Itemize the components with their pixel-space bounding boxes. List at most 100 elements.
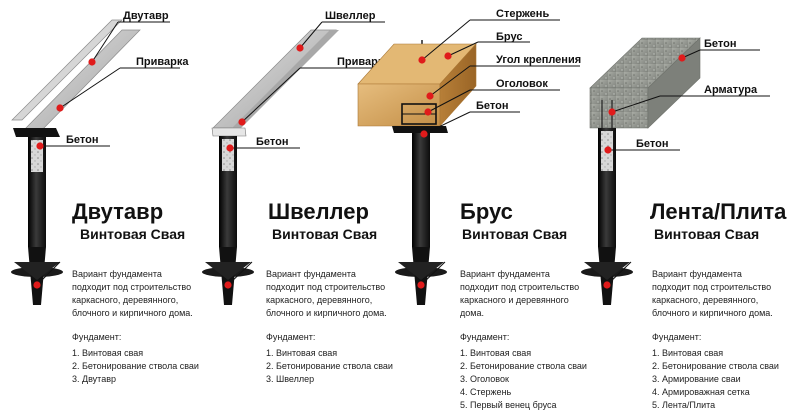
marker-dot [88, 58, 96, 66]
list-item: 2. Бетонирование ствола сваи [652, 361, 779, 371]
column-subtitle: Винтовая Свая [272, 226, 377, 242]
column-shveller: Швеллер Приварка Бетон Швеллер Винтовая … [202, 10, 393, 384]
i-beam [21, 29, 141, 133]
description-line: подходит под строительство [266, 282, 385, 292]
list-item: 1. Винтовая свая [652, 348, 723, 358]
marker-dot [33, 281, 41, 289]
pile-top-blade [205, 262, 251, 280]
marker-dot [417, 281, 425, 289]
column-dvutavr: Двутавр Приварка Бетон Двутавр Винтовая … [11, 10, 199, 384]
list-item: 1. Винтовая свая [266, 348, 337, 358]
label-ugol-krepleniya: Угол крепления [496, 54, 581, 66]
column-brus: Стержень Брус Угол крепления Оголовок Бе… [357, 8, 587, 410]
leader-line [91, 21, 119, 63]
channel-edge [232, 30, 339, 128]
column-lenta-plita: Бетон Арматура Бетон Лента/Плита Винтова… [581, 37, 787, 410]
timber-side [439, 43, 477, 127]
list-item: 2. Бетонирование ствола сваи [266, 361, 393, 371]
description-line: каркасного, деревянного, [652, 295, 758, 305]
label-brus: Брус [496, 31, 522, 43]
marker-dot [418, 56, 426, 64]
label-beton: Бетон [256, 136, 288, 148]
list-item: 2. Бетонирование ствола сваи [460, 361, 587, 371]
list-header: Фундамент: [652, 332, 701, 342]
description-line: Вариант фундамента [72, 269, 162, 279]
list-header: Фундамент: [460, 332, 509, 342]
pile-shaft [412, 133, 430, 247]
list-item: 3. Оголовок [460, 374, 509, 384]
marker-dot [238, 118, 246, 126]
pile-cap [392, 126, 448, 133]
list-item: 4. Армироважная сетка [652, 387, 750, 397]
marker-dot [678, 54, 686, 62]
column-title: Брус [460, 199, 513, 224]
leader-line [299, 21, 323, 49]
marker-dot [226, 144, 234, 152]
leader-line [427, 89, 471, 113]
description-line: Вариант фундамента [460, 269, 550, 279]
leader-line [447, 41, 479, 57]
list-item: 1. Винтовая свая [72, 348, 143, 358]
leader-line [241, 67, 301, 123]
foundation-list: 1. Винтовая свая 2. Бетонирование ствола… [652, 348, 779, 410]
column-description: Вариант фундамента подходит под строител… [266, 269, 387, 318]
marker-dot [426, 92, 434, 100]
description-line: каркасного и деревянного [460, 295, 569, 305]
list-item: 3. Швеллер [266, 374, 314, 384]
pile-top-blade [398, 262, 444, 280]
leader-line [423, 111, 471, 135]
list-item: 4. Стержень [460, 387, 512, 397]
column-description: Вариант фундамента подходит под строител… [72, 269, 193, 318]
label-armatura: Арматура [704, 84, 758, 96]
list-header: Фундамент: [72, 332, 121, 342]
label-dvutavr: Двутавр [123, 10, 169, 22]
column-description: Вариант фундамента подходит под строител… [460, 269, 579, 318]
description-line: дома. [460, 308, 484, 318]
list-item: 1. Винтовая свая [460, 348, 531, 358]
description-line: подходит под строительство [460, 282, 579, 292]
label-beton: Бетон [636, 138, 668, 150]
description-line: подходит под строительство [652, 282, 771, 292]
weld-plate [211, 127, 247, 137]
column-subtitle: Винтовая Свая [654, 226, 759, 242]
description-line: блочного и кирпичного дома. [266, 308, 387, 318]
list-item: 2. Бетонирование ствола сваи [72, 361, 199, 371]
description-line: каркасного, деревянного, [72, 295, 178, 305]
leader-line [36, 261, 61, 286]
column-subtitle: Винтовая Свая [462, 226, 567, 242]
description-line: каркасного, деревянного, [266, 295, 372, 305]
leader-line [429, 65, 471, 97]
description-line: Вариант фундамента [652, 269, 742, 279]
foundation-list: 1. Винтовая свая 2. Бетонирование ствола… [460, 348, 587, 410]
label-ogolovok: Оголовок [496, 78, 548, 90]
leader-line [421, 19, 471, 61]
column-title: Двутавр [72, 199, 163, 224]
leader-line [606, 261, 632, 286]
label-beton: Бетон [66, 134, 98, 146]
marker-dot [36, 142, 44, 150]
leader-line [227, 261, 253, 286]
foundation-list: 1. Винтовая свая 2. Бетонирование ствола… [72, 348, 199, 384]
marker-dot [224, 281, 232, 289]
pile-top-blade [14, 262, 60, 280]
column-subtitle: Винтовая Свая [80, 226, 185, 242]
list-item: 3. Двутавр [72, 374, 116, 384]
marker-dot [603, 281, 611, 289]
leader-line [420, 261, 446, 286]
pile-top-blade [584, 262, 630, 280]
description-line: подходит под строительство [72, 282, 191, 292]
marker-dot [424, 108, 432, 116]
marker-dot [420, 130, 428, 138]
column-title: Лента/Плита [650, 199, 787, 224]
timber-front [357, 83, 441, 127]
list-item: 3. Армирование сваи [652, 374, 741, 384]
label-beton: Бетон [476, 100, 508, 112]
description-line: Вариант фундамента [266, 269, 356, 279]
column-description: Вариант фундамента подходит под строител… [652, 269, 773, 318]
leader-line [611, 95, 661, 113]
slab-front [589, 87, 649, 129]
list-header: Фундамент: [266, 332, 315, 342]
list-item: 5. Первый венец бруса [460, 400, 557, 410]
marker-dot [444, 52, 452, 60]
